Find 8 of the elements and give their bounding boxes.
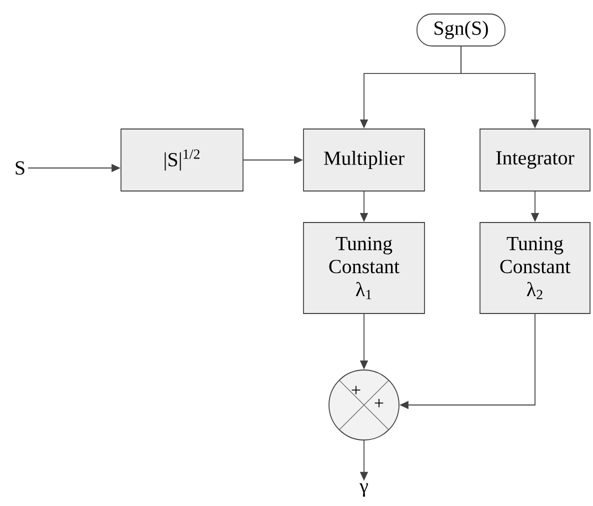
block-box: Integrator (480, 128, 590, 192)
summing-junction: + + (328, 370, 400, 440)
signal-label: γ (360, 483, 368, 497)
block-box: Multiplier (303, 128, 425, 192)
signal-label: S (16, 161, 24, 175)
block-box: Tuning Constant λ$_{1}$ (303, 222, 425, 314)
block-box: Tuning Constant λ$_{2}$ (480, 222, 590, 314)
block-box: |S|$^{1/2}$ (120, 128, 244, 192)
